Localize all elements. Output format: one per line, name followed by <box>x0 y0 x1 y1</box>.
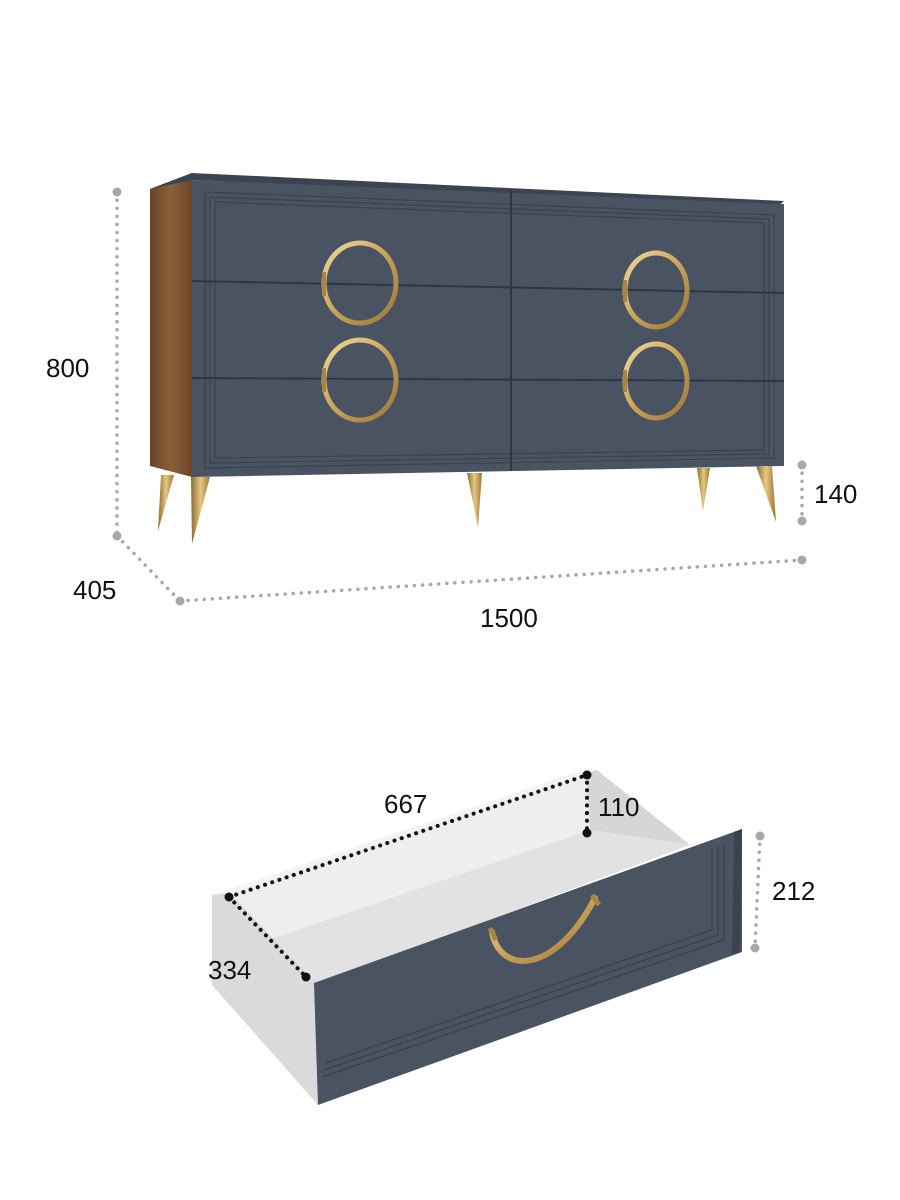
ring-handles <box>321 240 690 423</box>
drawer-inner-height-label: 110 <box>598 792 639 822</box>
leg-back-left <box>158 475 174 531</box>
leg-front-left <box>191 477 210 544</box>
leg-front-right <box>756 466 776 522</box>
drawer-right-wall <box>586 769 690 845</box>
front-height-dimension-line <box>753 834 762 950</box>
drawer-front-panel <box>314 829 742 1105</box>
drawer-dimension-lines-grey <box>753 834 762 950</box>
drawer-inner-depth-label: 334 <box>208 955 251 985</box>
drawer-dimension-lines-black <box>227 773 589 979</box>
inner-depth-dimension-line <box>227 895 308 979</box>
drawer-left-wall <box>212 893 318 1105</box>
dresser <box>150 173 785 544</box>
dresser-height-label: 800 <box>46 353 89 383</box>
ring-handle-left-bottom <box>321 337 399 423</box>
dresser-leg-height-label: 140 <box>814 479 857 509</box>
drawer-inner-length-label: 667 <box>384 789 427 819</box>
width-dimension-line <box>178 558 804 603</box>
dresser-dimension-lines <box>115 190 804 603</box>
drawer-arc-handle <box>487 893 602 964</box>
ring-handle-left-top <box>321 240 399 326</box>
drawer <box>212 769 742 1105</box>
leg-front-right-inner <box>697 468 710 511</box>
drawer-front-moulding <box>321 843 725 1078</box>
dresser-dimension-endpoints <box>112 187 807 606</box>
drawer-front-height-label: 212 <box>772 876 815 906</box>
drawer-back-wall <box>212 769 590 957</box>
drawer-dimension-endpoints-black <box>224 770 592 982</box>
dresser-width-label: 1500 <box>480 603 538 633</box>
drawer-dimension-endpoints-grey <box>750 831 765 953</box>
ring-handle-right-bottom <box>622 341 690 421</box>
ring-handle-right-top <box>622 250 690 330</box>
leg-center <box>467 473 482 527</box>
dresser-frame-moulding <box>204 191 775 469</box>
drawer-floor <box>218 830 690 985</box>
dresser-legs <box>158 466 776 544</box>
dresser-depth-label: 405 <box>73 575 116 605</box>
depth-dimension-line <box>115 534 182 603</box>
dresser-side-panel <box>150 173 192 477</box>
inner-length-dimension-line <box>227 773 589 899</box>
dresser-front <box>192 180 784 477</box>
